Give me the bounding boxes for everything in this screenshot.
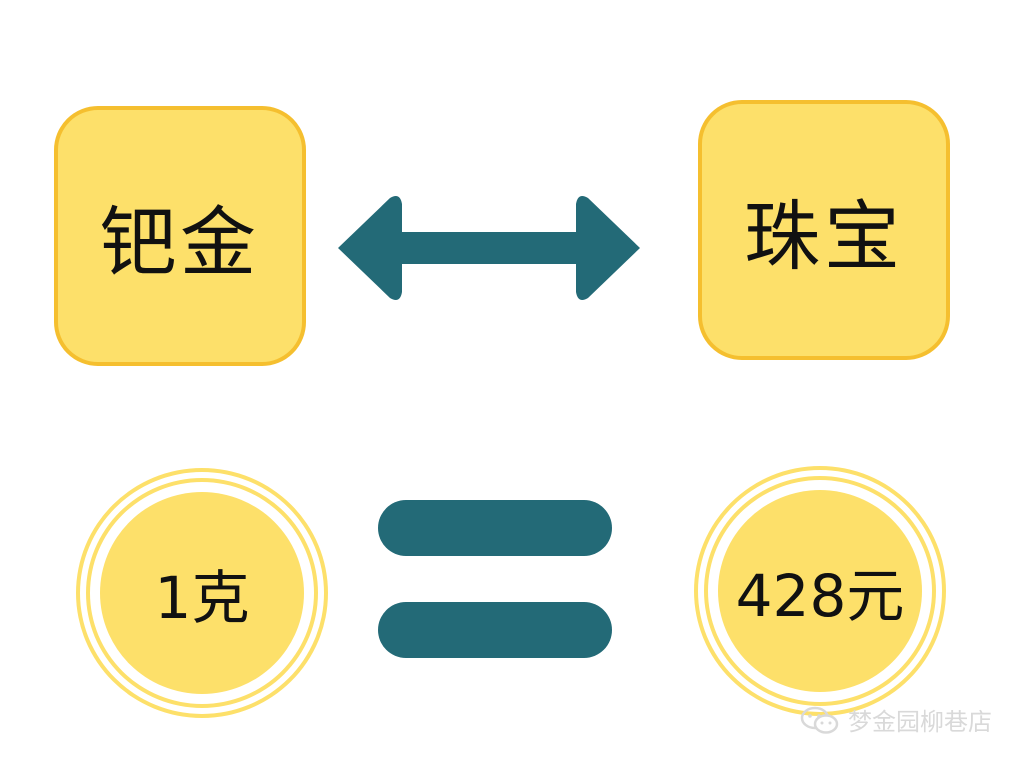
weight-coin: 1克 [76, 468, 328, 718]
jewelry-box: 珠宝 [698, 100, 950, 360]
watermark: 梦金园柳巷店 [800, 702, 992, 737]
palladium-label: 钯金 [100, 198, 260, 287]
price-coin-face: 428元 [718, 490, 922, 692]
jewelry-label: 珠宝 [744, 192, 904, 281]
weight-label: 1克 [154, 564, 250, 632]
weight-coin-face: 1克 [100, 492, 304, 694]
double-arrow-icon [338, 196, 640, 300]
price-coin: 428元 [694, 466, 946, 716]
wechat-icon [800, 706, 839, 734]
equals-sign-icon [378, 500, 612, 658]
watermark-text: 梦金园柳巷店 [848, 708, 992, 736]
palladium-box: 钯金 [54, 106, 306, 366]
price-label: 428元 [735, 562, 905, 630]
